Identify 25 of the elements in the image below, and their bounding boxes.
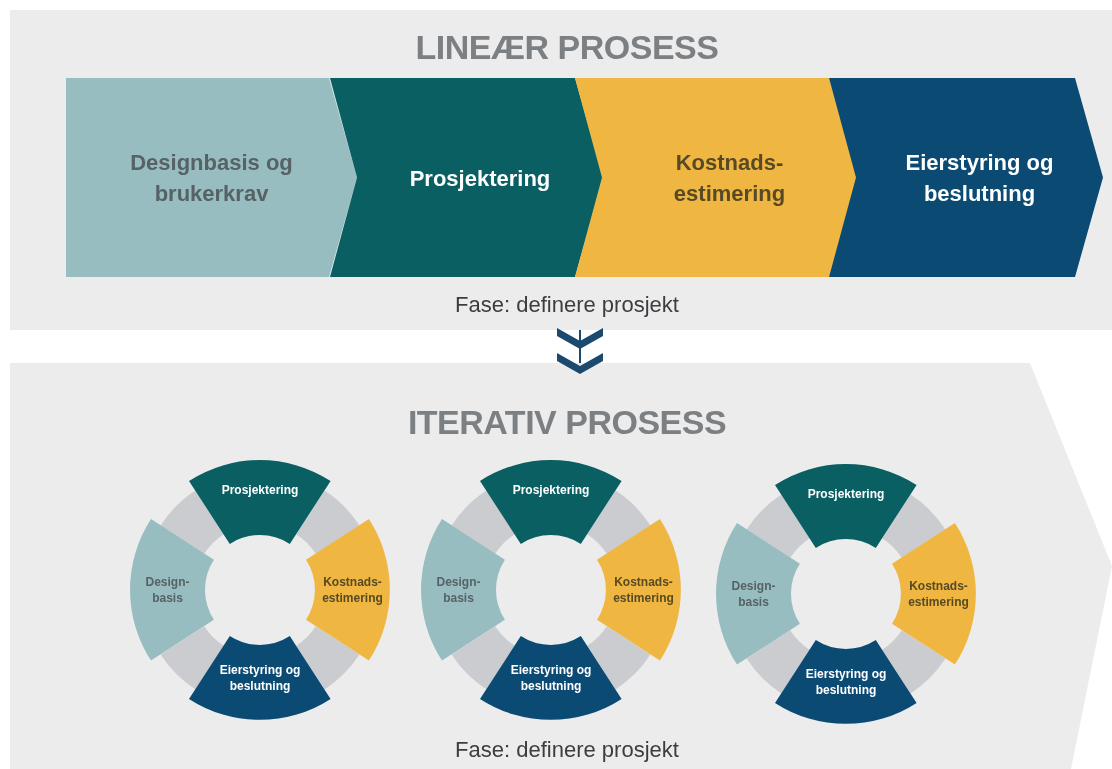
ring-connector — [881, 495, 945, 559]
section-heading: ITERATIV PROSESS — [407, 403, 727, 442]
step-label: Kostnads- estimering — [672, 148, 787, 208]
segment-label: Eierstyring og beslutning — [218, 662, 302, 695]
segment-label: Design- basis — [435, 574, 482, 606]
segment-label: Kostnads- estimering — [321, 574, 384, 606]
segment-label: Eierstyring og beslutning — [509, 662, 593, 695]
ring-connector — [161, 625, 225, 689]
segment-label: Prosjektering — [806, 485, 886, 502]
section-heading: LINEÆR PROSESS — [415, 28, 719, 67]
step-label: Designbasis og brukerkrav — [129, 148, 294, 208]
segment-label: Design- basis — [730, 578, 777, 610]
step-label: Eierstyring og beslutning — [904, 148, 1055, 208]
ring-connector — [747, 629, 811, 693]
ring-connector — [881, 629, 945, 693]
segment-label: Prosjektering — [220, 481, 300, 498]
segment-label: Prosjektering — [511, 481, 591, 498]
segment-label: Kostnads- estimering — [907, 578, 970, 610]
segment-label: Design- basis — [144, 574, 191, 606]
phase-caption: Fase: definere prosjekt — [455, 737, 679, 763]
step-label: Prosjektering — [408, 164, 552, 193]
segment-label: Kostnads- estimering — [612, 574, 675, 606]
segment-label: Eierstyring og beslutning — [804, 666, 888, 699]
phase-caption: Fase: definere prosjekt — [455, 292, 679, 318]
ring-connector — [161, 491, 225, 555]
